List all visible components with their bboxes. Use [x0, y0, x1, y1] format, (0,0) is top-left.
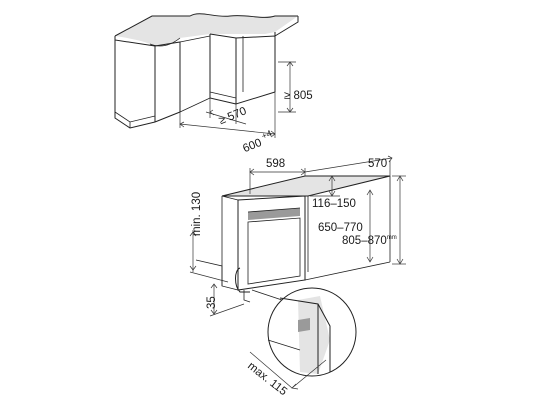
total-height-tail: –870 — [361, 235, 387, 247]
dishwasher-top — [222, 176, 390, 196]
niche-drawing: ≥ 805 ≥ 570 600 +4 — [114, 13, 313, 155]
total-height-unit: mm — [387, 235, 397, 241]
dim-toe-range: 116–150 — [310, 175, 356, 210]
min-gap-label: min. 130 — [191, 192, 203, 236]
niche-depth-label: ≥ 570 — [217, 105, 248, 127]
dishwasher-drawing: 598 570 116–150 650–770 — [189, 155, 406, 398]
svg-text:805–870mm: 805–870mm — [342, 235, 397, 247]
dim-height-range: 650–770 — [318, 189, 374, 263]
dim-min-gap: min. 130 — [189, 192, 229, 286]
total-height-label: 805 — [342, 235, 361, 247]
max-gap-label: max. 115 — [245, 360, 289, 398]
worktop-surface — [115, 13, 298, 46]
niche-width-label: 600 — [241, 137, 263, 155]
appliance-depth-label: 570 — [368, 158, 387, 170]
niche-height-label: ≥ 805 — [284, 90, 313, 102]
appliance-width-label: 598 — [266, 158, 285, 170]
height-range-label: 650–770 — [318, 222, 363, 234]
detail-circle — [251, 287, 357, 377]
dim-niche-height: ≥ 805 — [278, 61, 313, 113]
plinth-label: 35 — [206, 296, 218, 309]
dim-plinth: 35 — [206, 283, 245, 317]
left-cabinet — [114, 40, 181, 129]
niche-width-tolerance: +4 — [260, 128, 273, 141]
dim-appliance-depth: 570 — [304, 155, 393, 176]
right-cabinet — [209, 33, 276, 105]
toe-range-label: 116–150 — [312, 198, 356, 210]
dim-total-height: 805–870mm — [342, 175, 406, 265]
